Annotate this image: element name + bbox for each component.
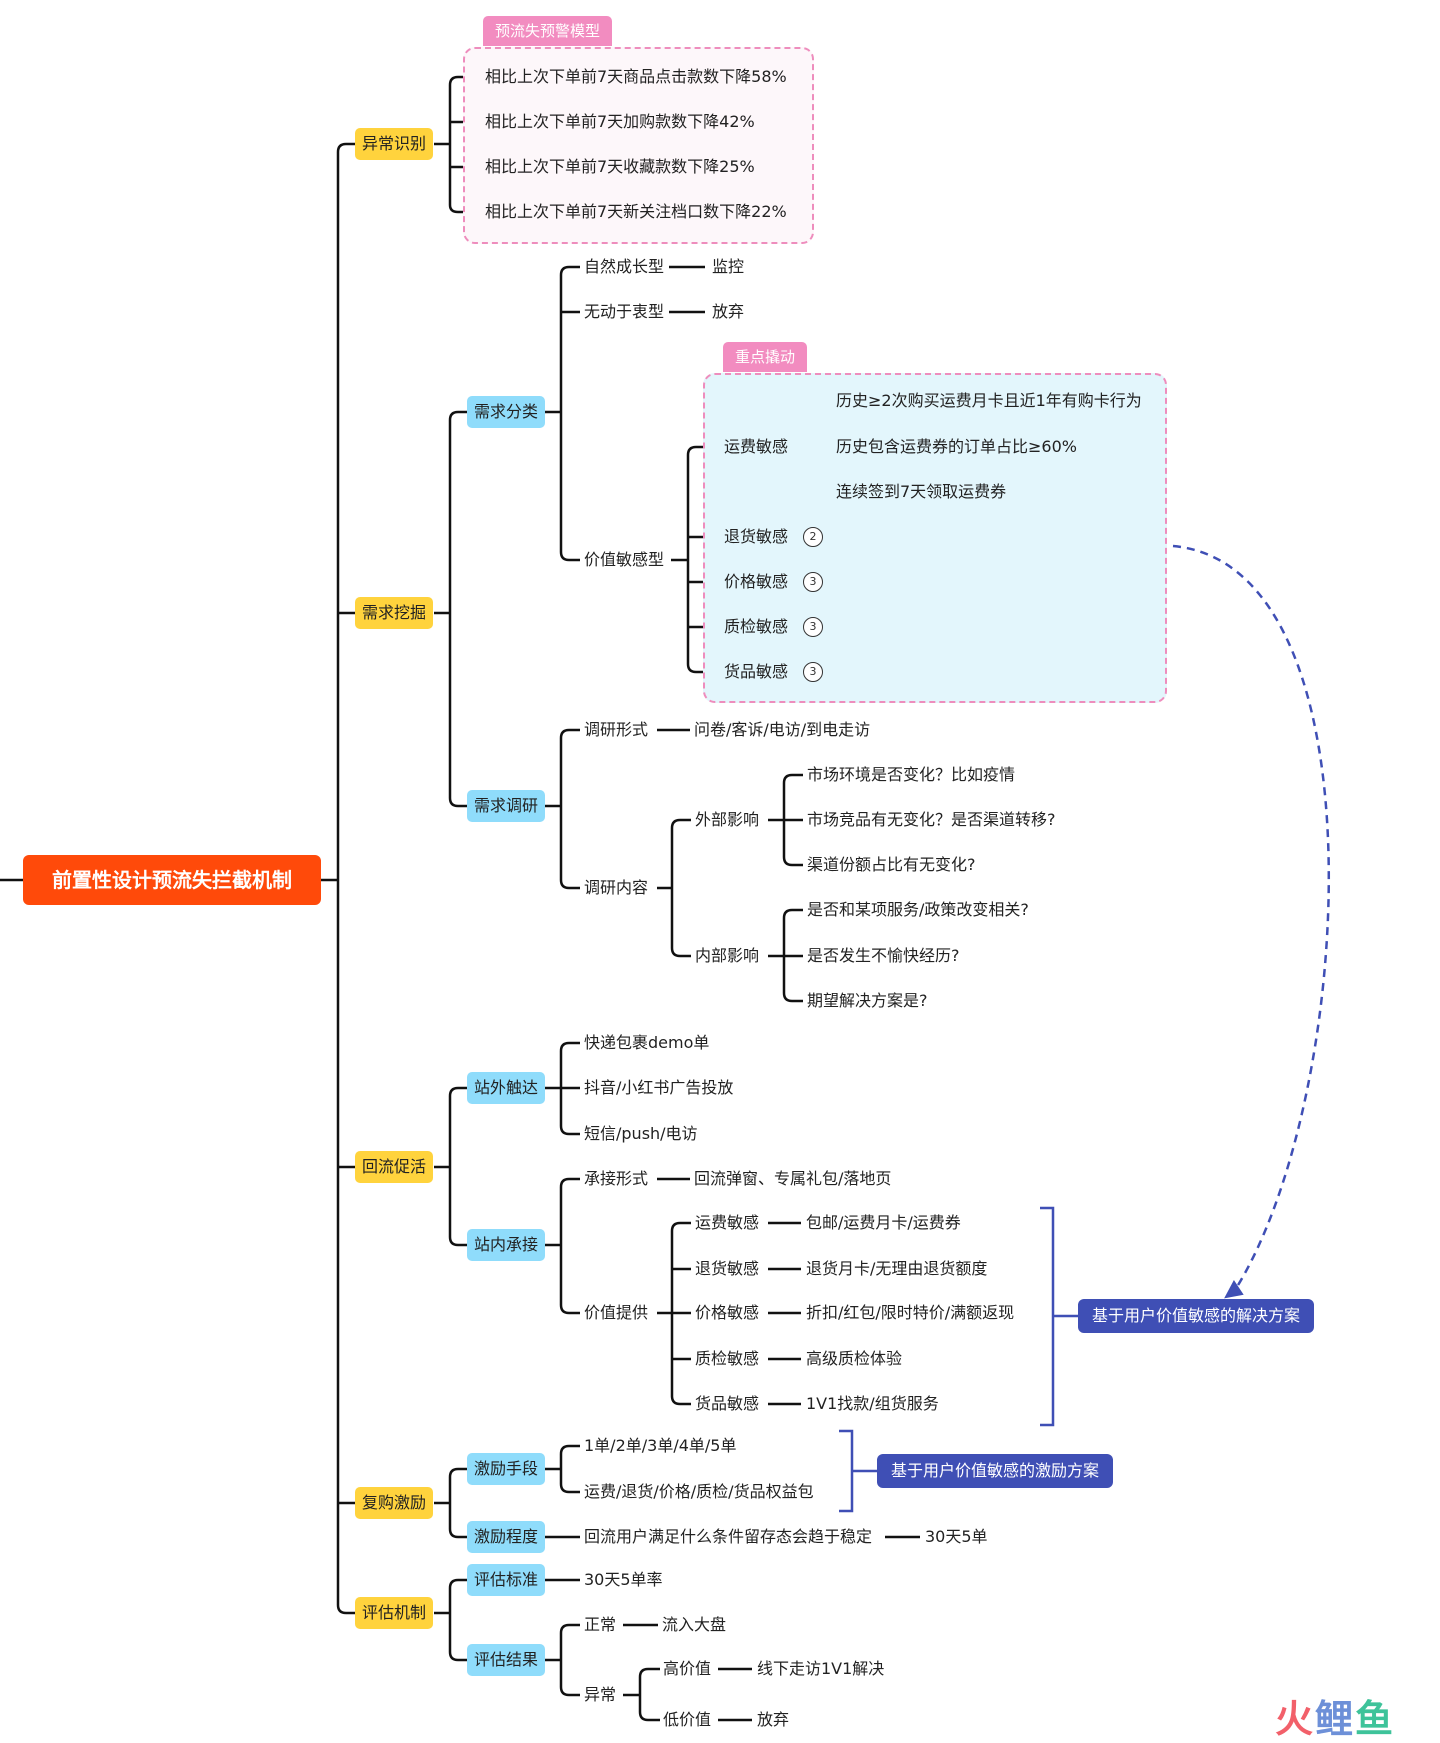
focus-tag: 重点撬动	[723, 342, 808, 372]
external-item: 市场环境是否变化？比如疫情	[807, 765, 1016, 784]
freight-item: 历史≥2次购买运费月卡且近1年有购卡行为	[836, 391, 1142, 410]
node-repurchase[interactable]: 复购激励	[355, 1487, 434, 1519]
offer-key: 价格敏感	[695, 1303, 760, 1322]
return-sensitive: 退货敏感	[724, 527, 789, 546]
freight-item: 历史包含运费券的订单占比≥60%	[836, 437, 1077, 456]
node-reflow[interactable]: 回流促活	[355, 1151, 434, 1183]
solution-summary[interactable]: 基于用户价值敏感的解决方案	[1078, 1299, 1315, 1333]
warning-model-box	[463, 47, 814, 244]
offer-value: 高级质检体验	[806, 1349, 903, 1368]
focus-box	[703, 373, 1167, 703]
anomaly-item: 相比上次下单前7天新关注档口数下降22%	[485, 202, 787, 221]
external-impact: 外部影响	[695, 810, 760, 829]
internal-item: 期望解决方案是?	[807, 991, 928, 1010]
node-incentive-degree[interactable]: 激励程度	[467, 1521, 546, 1553]
onsite-form-value: 回流弹窗、专属礼包/落地页	[694, 1169, 892, 1188]
indifferent-type: 无动于衷型	[584, 302, 665, 321]
internal-item: 是否和某项服务/政策改变相关?	[807, 900, 1029, 919]
indifferent-action: 放弃	[712, 302, 745, 321]
freight-sensitive: 运费敏感	[724, 437, 789, 456]
badge-count[interactable]: 3	[803, 617, 823, 637]
node-research[interactable]: 需求调研	[467, 790, 546, 822]
root-node[interactable]: 前置性设计预流失拦截机制	[23, 855, 321, 905]
goods-sensitive: 货品敏感	[724, 662, 789, 681]
offer-key: 质检敏感	[695, 1349, 760, 1368]
price-sensitive: 价格敏感	[724, 572, 789, 591]
node-demand-mining[interactable]: 需求挖掘	[355, 597, 434, 629]
research-form: 调研形式	[584, 720, 649, 739]
offer-value: 退货月卡/无理由退货额度	[806, 1259, 988, 1278]
anomaly-item: 相比上次下单前7天商品点击款数下降58%	[485, 67, 787, 86]
high-value: 高价值	[663, 1659, 712, 1678]
means-item: 1单/2单/3单/4单/5单	[584, 1436, 737, 1455]
offer-value: 折扣/红包/限时特价/满额返现	[806, 1303, 1015, 1322]
node-offsite[interactable]: 站外触达	[467, 1072, 546, 1104]
low-value: 低价值	[663, 1710, 712, 1729]
external-item: 市场竞品有无变化？是否渠道转移?	[807, 810, 1056, 829]
offer-value: 包邮/运费月卡/运费券	[806, 1213, 961, 1232]
node-eval-result[interactable]: 评估结果	[467, 1644, 546, 1676]
degree-answer: 30天5单	[925, 1527, 988, 1546]
result-normal-value: 流入大盘	[662, 1615, 727, 1634]
high-value-action: 线下走访1V1解决	[757, 1659, 885, 1678]
research-form-value: 问卷/客诉/电访/到电走访	[694, 720, 871, 739]
badge-count[interactable]: 3	[803, 572, 823, 592]
quality-sensitive: 质检敏感	[724, 617, 789, 636]
anomaly-item: 相比上次下单前7天加购款数下降42%	[485, 112, 755, 131]
offer-key: 退货敏感	[695, 1259, 760, 1278]
low-value-action: 放弃	[757, 1710, 790, 1729]
natural-type: 自然成长型	[584, 257, 665, 276]
offsite-item: 短信/push/电访	[584, 1124, 698, 1143]
freight-item: 连续签到7天领取运费券	[836, 482, 1007, 501]
value-offer: 价值提供	[584, 1303, 649, 1322]
incentive-summary[interactable]: 基于用户价值敏感的激励方案	[877, 1454, 1114, 1488]
offer-key: 货品敏感	[695, 1394, 760, 1413]
node-evaluation[interactable]: 评估机制	[355, 1597, 434, 1629]
node-onsite[interactable]: 站内承接	[467, 1229, 546, 1261]
internal-impact: 内部影响	[695, 946, 760, 965]
onsite-form: 承接形式	[584, 1169, 649, 1188]
result-normal: 正常	[584, 1615, 617, 1634]
result-abnormal: 异常	[584, 1685, 617, 1704]
node-eval-standard[interactable]: 评估标准	[467, 1564, 546, 1596]
degree-question: 回流用户满足什么条件留存态会趋于稳定	[584, 1527, 873, 1546]
offsite-item: 抖音/小红书广告投放	[584, 1078, 734, 1097]
eval-standard-value: 30天5单率	[584, 1570, 663, 1589]
external-item: 渠道份额占比有无变化?	[807, 855, 976, 874]
node-incentive-means[interactable]: 激励手段	[467, 1453, 546, 1485]
anomaly-item: 相比上次下单前7天收藏款数下降25%	[485, 157, 755, 176]
internal-item: 是否发生不愉快经历?	[807, 946, 960, 965]
node-classify[interactable]: 需求分类	[467, 396, 546, 428]
offer-value: 1V1找款/组货服务	[806, 1394, 939, 1413]
node-anomaly[interactable]: 异常识别	[355, 128, 434, 160]
research-content: 调研内容	[584, 878, 649, 897]
offer-key: 运费敏感	[695, 1213, 760, 1232]
badge-count[interactable]: 2	[803, 527, 823, 547]
offsite-item: 快递包裹demo单	[584, 1033, 710, 1052]
warning-model-tag: 预流失预警模型	[483, 16, 613, 46]
means-item: 运费/退货/价格/质检/货品权益包	[584, 1482, 814, 1501]
badge-count[interactable]: 3	[803, 662, 823, 682]
watermark-logo: 火鲤鱼	[1275, 1697, 1396, 1741]
natural-action: 监控	[712, 257, 745, 276]
value-sensitive-type: 价值敏感型	[584, 550, 665, 569]
